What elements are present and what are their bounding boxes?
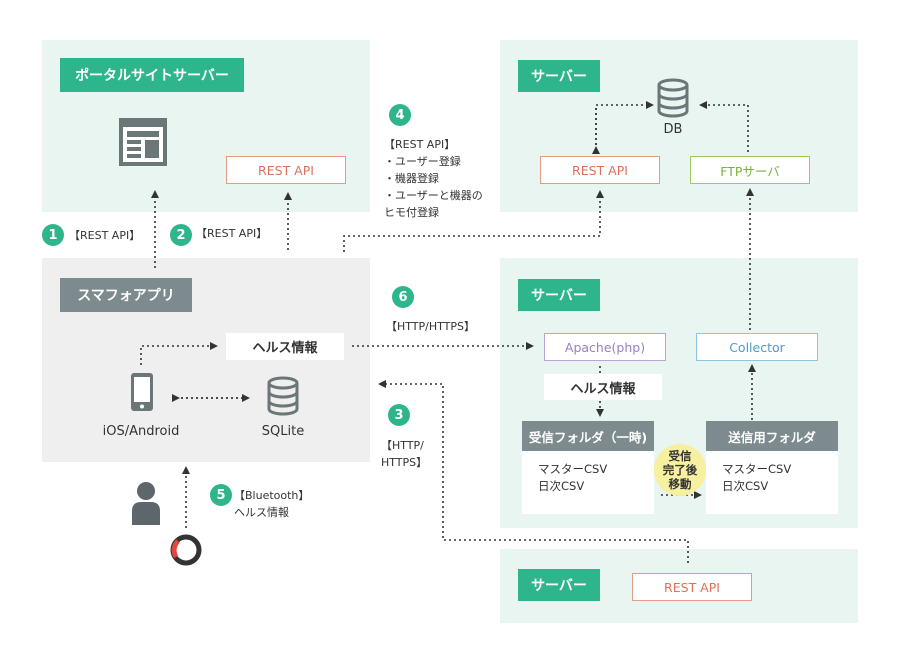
step-4-line: ・機器登録 <box>384 172 439 185</box>
receive-folder-body: マスターCSV 日次CSV <box>522 451 654 514</box>
step-5-badge: 5 <box>210 484 232 506</box>
step-4-line: ・ユーザーと機器の <box>384 189 483 202</box>
step-2-badge: 2 <box>170 224 192 246</box>
bottom-rest-api-box: REST API <box>632 573 752 601</box>
step-5-label: 【Bluetooth】 ヘルス情報 <box>234 487 309 521</box>
step-1-line: 【REST API】 <box>69 229 141 242</box>
step-3-line: 【HTTP/ <box>381 439 424 452</box>
step-3-badge: 3 <box>388 404 410 426</box>
send-folder-line: 日次CSV <box>722 479 769 493</box>
step-6-label: 【HTTP/HTTPS】 <box>386 318 475 335</box>
apache-box: Apache(php) <box>544 333 666 361</box>
step-2-label: 【REST API】 <box>196 225 267 242</box>
send-folder-body: マスターCSV 日次CSV <box>706 451 838 514</box>
move-note-line: 受信 <box>668 449 692 463</box>
collector-box: Collector <box>696 333 818 361</box>
database-icon <box>656 78 690 118</box>
smartphone-icon <box>130 372 154 412</box>
step-5-line: 【Bluetooth】 <box>234 489 310 502</box>
sqlite-label: SQLite <box>261 424 305 439</box>
portal-server-title: ポータルサイトサーバー <box>60 58 244 92</box>
receive-folder-line: マスターCSV <box>538 462 608 476</box>
step-6-line: 【HTTP/HTTPS】 <box>386 320 475 333</box>
step-3-label: 【HTTP/ HTTPS】 <box>381 437 427 471</box>
middle-server-title: サーバー <box>518 279 600 311</box>
receive-folder-title: 受信フォルダ（一時) <box>522 421 654 451</box>
portal-rest-api-box: REST API <box>226 156 346 184</box>
step-2-line: 【REST API】 <box>196 227 268 240</box>
server-health-info-box: ヘルス情報 <box>544 374 662 400</box>
ios-android-label: iOS/Android <box>102 424 180 439</box>
person-icon <box>130 481 162 525</box>
move-after-receive-note: 受信 完了後 移動 <box>654 444 706 496</box>
top-server-title: サーバー <box>518 60 600 92</box>
top-rest-api-box: REST API <box>540 156 660 184</box>
health-info-box: ヘルス情報 <box>226 333 344 360</box>
ftp-server-box: FTPサーバ <box>690 156 810 184</box>
step-1-badge: 1 <box>42 224 64 246</box>
step-1-label: 【REST API】 <box>69 227 140 244</box>
wearable-band-icon <box>169 533 203 567</box>
bottom-server-title: サーバー <box>518 569 600 601</box>
sqlite-database-icon <box>266 376 300 416</box>
step-4-line: ヒモ付登録 <box>384 206 439 219</box>
move-note-line: 完了後 <box>662 463 698 477</box>
step-4-line: ・ユーザー登録 <box>384 155 461 168</box>
step-4-line: 【REST API】 <box>384 138 456 151</box>
send-folder-line: マスターCSV <box>722 462 792 476</box>
step-4-label: 【REST API】 ・ユーザー登録 ・機器登録 ・ユーザーと機器の ヒモ付登録 <box>384 136 483 221</box>
step-5-line: ヘルス情報 <box>234 506 289 519</box>
step-3-line: HTTPS】 <box>381 456 428 469</box>
smartphone-app-title: スマフォアプリ <box>60 278 192 312</box>
step-4-badge: 4 <box>389 104 411 126</box>
move-note-line: 移動 <box>668 477 692 491</box>
db-label: DB <box>663 122 683 137</box>
browser-window-icon <box>117 116 169 168</box>
step-6-badge: 6 <box>392 286 414 308</box>
receive-folder-line: 日次CSV <box>538 479 585 493</box>
send-folder-title: 送信用フォルダ <box>706 421 838 451</box>
